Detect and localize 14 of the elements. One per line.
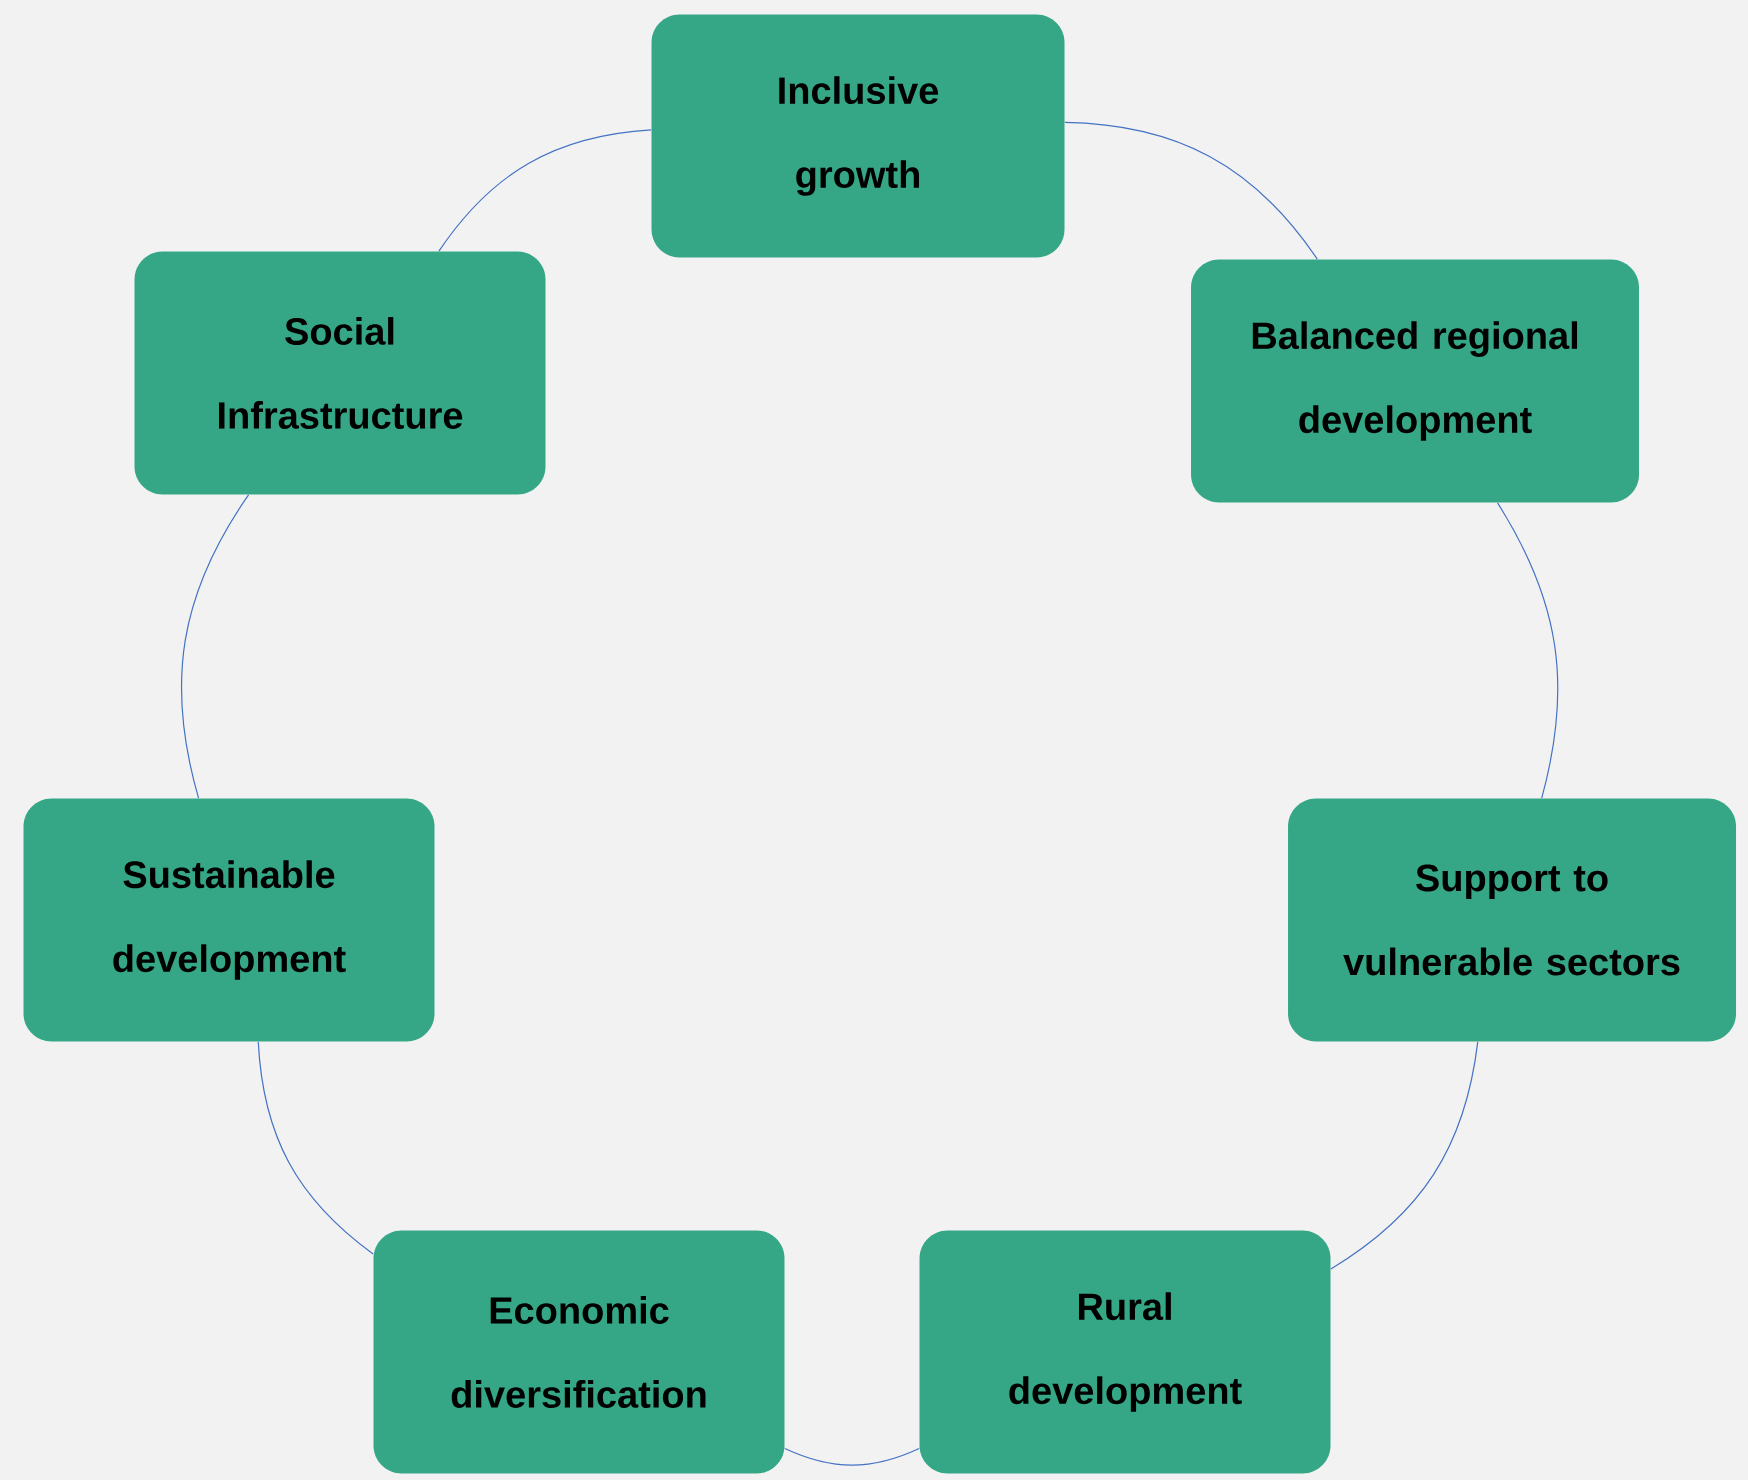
connector-arc — [1496, 502, 1559, 799]
process-box: Balanced regional development — [1191, 259, 1640, 503]
process-box: Economic diversification — [373, 1230, 785, 1474]
connector-arc — [1330, 1041, 1479, 1270]
connector-arc — [257, 1041, 374, 1255]
connector-arc — [438, 129, 652, 252]
process-box: Support to vulnerable sectors — [1288, 798, 1737, 1042]
connector-arc — [784, 1447, 920, 1466]
process-box: Rural development — [919, 1230, 1331, 1474]
connector-arc — [1064, 121, 1318, 260]
process-box: Social Infrastructure — [134, 251, 546, 495]
process-box: Inclusive growth — [651, 14, 1065, 258]
connector-arc — [180, 494, 250, 799]
process-box: Sustainable development — [23, 798, 435, 1042]
